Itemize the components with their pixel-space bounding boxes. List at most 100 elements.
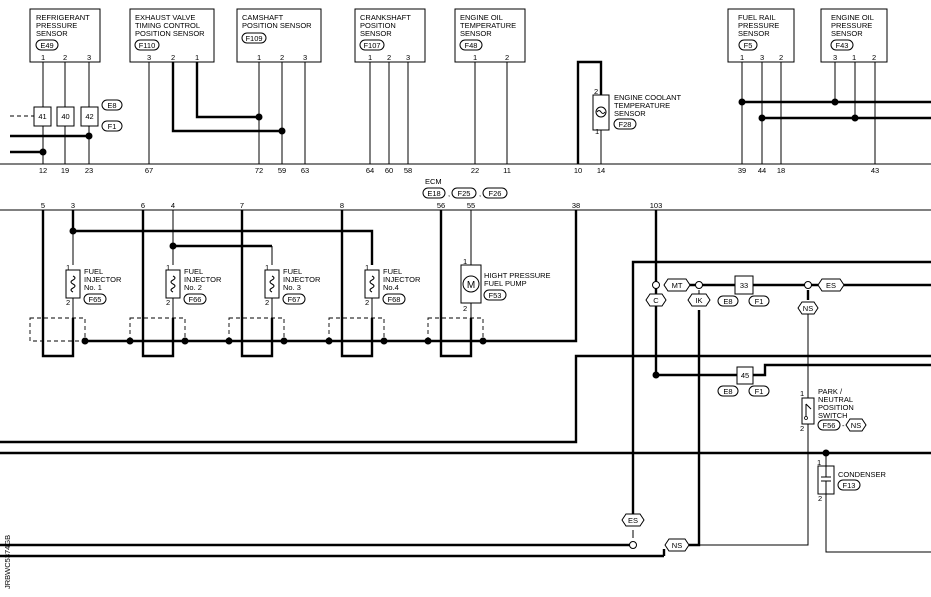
fuel-injector-1: 1 2 FUEL INJECTOR No. 1 F65 — [65, 263, 122, 307]
connector-id: F48 — [465, 41, 478, 50]
camshaft-position-sensor: CAMSHAFT POSITION SENSOR F109 — [236, 8, 322, 63]
tag-text: ES — [628, 516, 638, 525]
connector-id: E8 — [107, 101, 116, 110]
ecm-pin: 38 — [572, 201, 580, 210]
ecm-pin: 44 — [758, 166, 766, 175]
ecm-pin: 3 — [71, 201, 75, 210]
pin-number: 1 — [852, 53, 856, 62]
pin-number: 1 — [195, 53, 199, 62]
right-lower-junctions — [629, 281, 830, 549]
injector-label-line: INJECTOR — [184, 275, 222, 284]
sensor-label-line: SENSOR — [460, 29, 492, 38]
pin-number: 1 — [66, 263, 70, 272]
connector-id: F26 — [489, 189, 502, 198]
connector-id: E8 — [723, 297, 732, 306]
fuel-injector-3: 1 2 FUEL INJECTOR No. 3 F67 — [264, 263, 321, 307]
es-tag-right: ES — [817, 278, 845, 292]
pin-number: 2 — [505, 53, 509, 62]
ecm-pin: 6 — [141, 201, 145, 210]
connector-id: F56 — [823, 421, 836, 430]
diagram-id: JRBWC5374GB — [3, 535, 12, 589]
junction-pin: 41 — [38, 112, 46, 121]
pin-number: 1 — [41, 53, 45, 62]
crankshaft-position-sensor: CRANKSHAFT POSITION SENSOR F107 — [354, 8, 426, 63]
connector-id: F53 — [489, 291, 502, 300]
switch-label-line: POSITION — [818, 403, 854, 412]
connector-id: E18 — [427, 189, 440, 198]
ik-tag: IK — [687, 293, 711, 307]
connector-id: F107 — [363, 41, 380, 50]
injector-label-line: FUEL — [383, 267, 402, 276]
sensor-label-line: CAMSHAFT — [242, 13, 284, 22]
connector-id: F13 — [843, 481, 856, 490]
ecm-pin: 72 — [255, 166, 263, 175]
sensor-label-line: TEMPERATURE — [460, 21, 516, 30]
injector-junction-dots — [69, 227, 487, 345]
sensor-label-line: PRESSURE — [738, 21, 779, 30]
connector-id: F1 — [755, 387, 764, 396]
ecm-pin: 64 — [366, 166, 374, 175]
engine-coolant-temperature-sensor: 2 1 ENGINE COOLANT TEMPERATURE SENSOR F2… — [592, 87, 682, 136]
pin-number: 3 — [87, 53, 91, 62]
ecm-pin: 8 — [340, 201, 344, 210]
injector-label-line: FUEL — [84, 267, 103, 276]
ecm-pin: 63 — [301, 166, 309, 175]
exhaust-valve-timing-sensor: EXHAUST VALVE TIMING CONTROL POSITION SE… — [129, 8, 215, 63]
pin-number: 1 — [817, 458, 821, 467]
ecm-pin: 59 — [278, 166, 286, 175]
connector-id: F68 — [388, 295, 401, 304]
pin-number: 1 — [265, 263, 269, 272]
tag-text: MT — [672, 281, 683, 290]
connector-id: F1 — [755, 297, 764, 306]
sensor-pin-labels: 1 2 3 3 2 1 1 2 3 1 2 3 1 2 1 3 2 3 1 2 — [41, 53, 876, 62]
pin-number: 2 — [779, 53, 783, 62]
ecm-pin: 14 — [597, 166, 605, 175]
junction-pin: 42 — [85, 112, 93, 121]
connector-id: F5 — [744, 41, 753, 50]
ecm-bottom-pins: 5 3 6 4 7 8 56 55 38 103 — [41, 201, 662, 210]
sensor-label-line: CRANKSHAFT — [360, 13, 411, 22]
ecm-pin: 19 — [61, 166, 69, 175]
tag-text: IK — [695, 296, 702, 305]
pin-number: 3 — [760, 53, 764, 62]
pin-number: 2 — [365, 298, 369, 307]
ecm-pin: 60 — [385, 166, 393, 175]
pin-number: 1 — [365, 263, 369, 272]
c-tag: C — [645, 293, 667, 307]
injector-label-line: INJECTOR — [84, 275, 122, 284]
sensor-label-line: TEMPERATURE — [614, 101, 670, 110]
connector-id: F109 — [245, 34, 262, 43]
sensor-label-line: ENGINE OIL — [460, 13, 503, 22]
connector-id: E49 — [40, 41, 53, 50]
pin-number: 2 — [800, 424, 804, 433]
joint-33: 33 E8 F1 — [717, 275, 770, 307]
upper-wires — [10, 60, 931, 164]
upper-junction-dots — [39, 98, 859, 156]
pin-number: 1 — [595, 127, 599, 136]
joint-pin: 45 — [741, 371, 749, 380]
injector-wires — [29, 210, 578, 358]
connector-id: F66 — [189, 295, 202, 304]
pin-number: 2 — [594, 87, 598, 96]
sensor-label-line: SENSOR — [360, 29, 392, 38]
condenser-label: CONDENSER — [838, 470, 887, 479]
ecm-pin: 12 — [39, 166, 47, 175]
junction-pin: 40 — [61, 112, 69, 121]
injector-label-line: No. 2 — [184, 283, 202, 292]
ecm-pin: 10 — [574, 166, 582, 175]
svg-text:,: , — [448, 189, 450, 198]
ecm-pin: 4 — [171, 201, 175, 210]
injector-label-line: No. 3 — [283, 283, 301, 292]
sensor-label-line: PRESSURE — [36, 21, 77, 30]
injector-label-line: No.4 — [383, 283, 399, 292]
switch-label-line: PARK / — [818, 387, 843, 396]
tag-text: ES — [826, 281, 836, 290]
pin-number: 2 — [63, 53, 67, 62]
sensor-label-line: REFRIGERANT — [36, 13, 90, 22]
svg-text:-: - — [842, 421, 845, 430]
switch-label-line: NEUTRAL — [818, 395, 853, 404]
pin-number: 2 — [166, 298, 170, 307]
pin-number: 1 — [257, 53, 261, 62]
sensor-label-line: FUEL RAIL — [738, 13, 776, 22]
